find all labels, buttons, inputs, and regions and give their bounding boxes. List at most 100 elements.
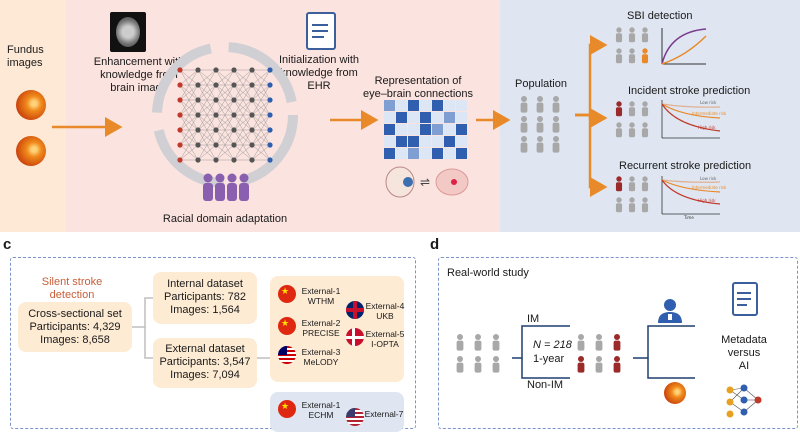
metadata-clipboard-icon xyxy=(732,282,758,316)
racial-domain-label: Racial domain adaptation xyxy=(162,213,288,225)
matrix-cell xyxy=(444,136,455,147)
study-people-icon xyxy=(456,334,500,373)
incident-survival-chart: Low risk Intermediate risk High risk xyxy=(661,100,727,139)
network-node xyxy=(177,157,183,163)
neural-network-diagram xyxy=(152,42,298,188)
matrix-cell xyxy=(456,100,467,111)
network-node xyxy=(267,127,273,133)
fundus-image-2 xyxy=(16,136,46,166)
matrix-cell xyxy=(420,148,431,159)
network-node xyxy=(249,67,255,73)
panel-c-letter: c xyxy=(3,236,12,253)
incident-people-icon xyxy=(615,101,649,138)
matrix-cell xyxy=(408,112,419,123)
matrix-cell xyxy=(420,112,431,123)
network-node xyxy=(213,82,219,88)
network-node xyxy=(231,112,237,118)
network-node xyxy=(249,97,255,103)
network-node xyxy=(231,127,237,133)
fundus-image-1 xyxy=(16,90,46,120)
matrix-cell xyxy=(420,100,431,111)
external-2-label: External-2 PRECISE xyxy=(301,318,341,338)
network-node xyxy=(249,157,255,163)
matrix-cell xyxy=(384,136,395,147)
matrix-cell xyxy=(456,136,467,147)
network-node xyxy=(231,97,237,103)
external-1-label: External-1 WTHM xyxy=(301,286,341,306)
network-node xyxy=(177,97,183,103)
network-node xyxy=(267,112,273,118)
china-flag-icon: ★ xyxy=(278,400,296,418)
high-risk-label: High risk xyxy=(698,125,716,130)
matrix-cell xyxy=(384,100,395,111)
matrix-cell xyxy=(456,124,467,135)
ai-network-icon xyxy=(726,384,762,418)
internal-dataset-text: Internal dataset Participants: 782 Image… xyxy=(164,278,246,316)
cross-sectional-text: Cross-sectional set Participants: 4,329 … xyxy=(28,308,122,346)
network-node xyxy=(213,142,219,148)
matrix-cell xyxy=(408,148,419,159)
panel-d-connectors xyxy=(512,325,695,379)
svg-text:⇌: ⇌ xyxy=(420,175,430,189)
matrix-cell xyxy=(384,124,395,135)
im-label: IM xyxy=(527,313,540,325)
china-flag-icon: ★ xyxy=(278,317,296,335)
real-world-study-label: Real-world study xyxy=(447,267,529,279)
eye-icon xyxy=(385,166,415,198)
external-dataset-text: External dataset Participants: 3,547 Ima… xyxy=(159,343,251,381)
population-panel xyxy=(500,0,800,232)
malaysia-flag-icon xyxy=(278,346,296,364)
network-node xyxy=(177,82,183,88)
network-node xyxy=(213,127,219,133)
external-lower-7-label: External-7 xyxy=(364,409,404,419)
incident-stroke-label: Incident stroke prediction xyxy=(628,85,751,97)
network-node xyxy=(177,67,183,73)
matrix-cell xyxy=(396,100,407,111)
panel-d-letter: d xyxy=(430,236,440,253)
network-node xyxy=(177,112,183,118)
doctor-icon xyxy=(658,299,682,323)
network-node xyxy=(195,127,201,133)
metadata-versus-ai-label: Metadata versus AI xyxy=(721,334,767,372)
low-risk-label-2: Low risk xyxy=(700,176,717,181)
internal-dataset-box: Internal dataset Participants: 782 Image… xyxy=(153,272,257,324)
matrix-cell xyxy=(420,124,431,135)
external-3-label: External-3 MeLODY xyxy=(301,347,341,367)
matrix-cell xyxy=(444,100,455,111)
network-node xyxy=(213,157,219,163)
sbi-curve-chart xyxy=(661,28,707,65)
n-value-label: N = 218 xyxy=(533,339,572,351)
low-risk-label: Low risk xyxy=(700,100,717,105)
sbi-people-icon xyxy=(615,27,649,64)
network-node xyxy=(177,127,183,133)
silent-stroke-label: Silent stroke detection xyxy=(41,276,103,301)
matrix-cell xyxy=(456,148,467,159)
clipboard-ehr-icon xyxy=(306,12,336,50)
arrow-to-recurrent xyxy=(575,113,608,197)
matrix-cell xyxy=(432,100,443,111)
intermediate-risk-label: Intermediate risk xyxy=(692,111,727,116)
matrix-cell xyxy=(408,124,419,135)
network-node xyxy=(231,157,237,163)
matrix-cell xyxy=(444,124,455,135)
matrix-cell xyxy=(396,112,407,123)
external-4-label: External-4 UKB xyxy=(365,301,405,321)
china-flag-icon: ★ xyxy=(278,285,296,303)
network-node xyxy=(195,157,201,163)
eye-brain-icons: ⇌ xyxy=(385,166,469,198)
network-node xyxy=(231,82,237,88)
matrix-cell xyxy=(420,136,431,147)
network-node xyxy=(267,157,273,163)
network-node xyxy=(267,142,273,148)
network-node xyxy=(231,142,237,148)
initialization-label: Initialization with knowledge from EHR xyxy=(278,54,360,92)
network-node xyxy=(249,142,255,148)
network-node xyxy=(195,97,201,103)
intermediate-risk-label-2: Intermediate risk xyxy=(692,185,727,190)
matrix-cell xyxy=(444,112,455,123)
network-node xyxy=(195,142,201,148)
network-node xyxy=(195,82,201,88)
external-lower-1-label: External-1 ECHM xyxy=(301,400,341,420)
network-node xyxy=(213,67,219,73)
representation-matrix xyxy=(384,100,467,159)
